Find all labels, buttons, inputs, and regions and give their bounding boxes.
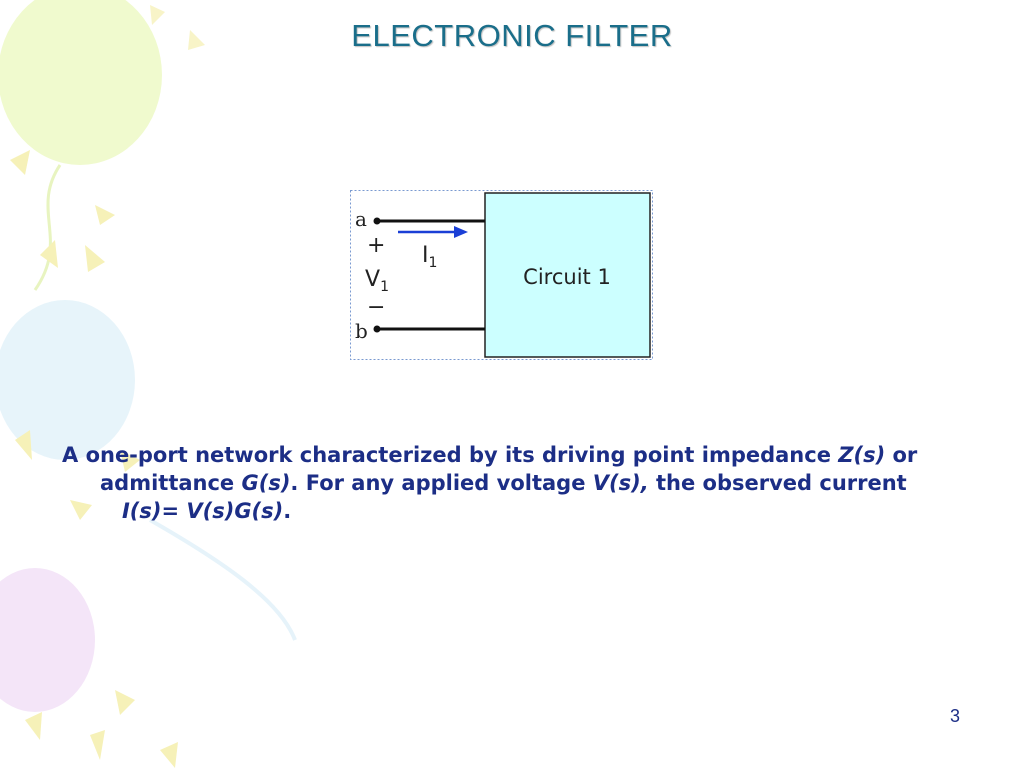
current-arrow-head xyxy=(454,226,468,238)
voltage-label: V1 xyxy=(365,267,389,295)
confetti-shape xyxy=(115,690,135,715)
confetti-shape xyxy=(120,450,140,472)
circuit-box-label: Circuit 1 xyxy=(523,265,611,289)
text-segment: . xyxy=(283,499,292,523)
confetti-shape xyxy=(90,730,105,760)
terminal-b-label: b xyxy=(355,319,368,343)
confetti-shape xyxy=(85,245,105,272)
voltage-symbol-text: V(s), xyxy=(592,471,649,495)
terminal-a-label: a xyxy=(355,207,367,231)
minus-sign: − xyxy=(367,295,385,320)
text-segment: = xyxy=(161,499,187,523)
purple-balloon-shape xyxy=(0,568,95,712)
slide-title: ELECTRONIC FILTER xyxy=(351,18,673,53)
balloon-decoration xyxy=(0,0,297,768)
circuit-box xyxy=(484,192,651,358)
text-segment: A one-port network characterized by its … xyxy=(62,443,839,467)
confetti-shape xyxy=(15,430,32,460)
current-label: I1 xyxy=(422,243,437,271)
green-balloon-string xyxy=(33,164,62,291)
blue-balloon-string xyxy=(149,518,297,641)
terminal-a-dot xyxy=(373,217,381,225)
plus-sign: + xyxy=(367,233,385,258)
confetti-shape xyxy=(188,30,205,50)
admittance-symbol: G(s) xyxy=(241,471,291,495)
description-paragraph: A one-port network characterized by its … xyxy=(62,441,960,525)
text-segment: . For any applied voltage xyxy=(290,471,593,495)
blue-balloon-shape xyxy=(0,300,135,460)
impedance-symbol: Z(s) xyxy=(838,443,886,467)
text-segment: or admittance xyxy=(100,443,918,495)
voltage-subscript: 1 xyxy=(380,279,389,295)
text-segment: the observed current xyxy=(648,471,907,495)
terminal-b-dot xyxy=(373,325,381,333)
equation-rhs: V(s)G(s) xyxy=(186,499,284,523)
current-symbol: I xyxy=(422,243,429,268)
confetti-shape xyxy=(95,205,115,225)
current-symbol-text: I(s) xyxy=(121,499,162,523)
page-number: 3 xyxy=(949,706,960,726)
confetti-shape xyxy=(10,150,30,175)
confetti-shape xyxy=(25,712,42,740)
confetti-shape xyxy=(70,500,92,520)
green-balloon-shape xyxy=(0,0,162,165)
confetti-shape xyxy=(150,5,165,25)
current-subscript: 1 xyxy=(429,255,438,271)
confetti-shape xyxy=(160,742,178,768)
voltage-symbol: V xyxy=(365,267,380,292)
circuit-diagram: Circuit 1 a b + − V1 I1 xyxy=(350,190,653,360)
confetti-shape xyxy=(40,240,58,268)
